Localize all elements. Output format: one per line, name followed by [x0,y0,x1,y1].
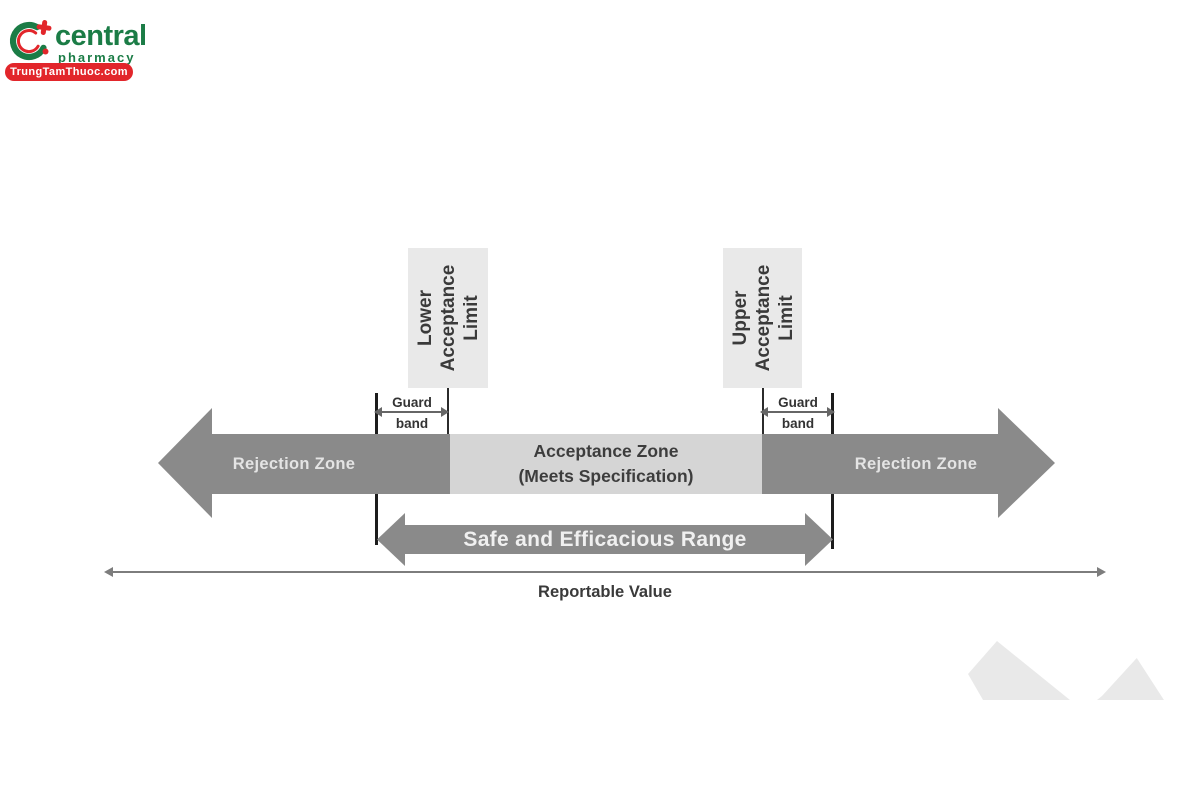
acceptance-zone-title: Acceptance Zone [533,441,679,461]
reportable-value-axis [104,567,1106,577]
acceptance-zone-label: Acceptance Zone (Meets Specification) [450,434,762,494]
upper-limit-line1: Upper [729,290,750,346]
rejection-zone-left-bar [211,434,451,494]
guard-band-right-word2: band [781,416,815,431]
logo-brand-text: central [55,20,147,52]
upper-limit-line2: Acceptance [752,264,773,372]
rejection-zone-right-bar [762,434,999,494]
reportable-value-label: Reportable Value [538,583,672,601]
rejection-left-arrowhead-icon [158,408,212,518]
rejection-zone-right-label: Rejection Zone [854,454,978,473]
lower-limit-line3: Limit [460,295,482,341]
upper-limit-line3: Limit [775,295,796,341]
guard-band-left-arrow [374,407,449,417]
acceptance-zone-bar [450,434,762,494]
guard-band-left-word2: band [395,416,429,431]
rejection-right-arrowhead-icon [998,408,1055,518]
central-pharmacy-logo: central pharmacy TrungTamThuoc.com [0,0,147,90]
lower-limit-line1: Lower [414,290,436,346]
logo-subtitle-text: pharmacy [58,50,136,65]
guard-band-right-word1: Guard [778,395,818,410]
central-pharmacy-logo-icon [10,20,52,61]
watermark-shape-large [968,641,1070,700]
lower-acceptance-limit-box: Lower Acceptance Limit [408,248,488,388]
watermark-shape-small [1097,657,1164,700]
upper-acceptance-limit-label: Upper Acceptance Limit [723,248,803,388]
plus-icon [36,20,52,35]
lower-limit-line2: Acceptance [437,264,459,372]
lower-acceptance-limit-label: Lower Acceptance Limit [408,248,488,388]
safe-range-bar [404,525,806,554]
upper-acceptance-limit-box: Upper Acceptance Limit [723,248,802,388]
rejection-zone-left-label: Rejection Zone [232,454,356,473]
guard-band-left-word1: Guard [392,395,432,410]
guard-band-right-arrow [760,407,835,417]
acceptance-zone-subtitle: (Meets Specification) [518,466,694,486]
safe-range-label: Safe and Efficacious Range [463,527,747,551]
logo-banner: TrungTamThuoc.com [5,63,133,81]
